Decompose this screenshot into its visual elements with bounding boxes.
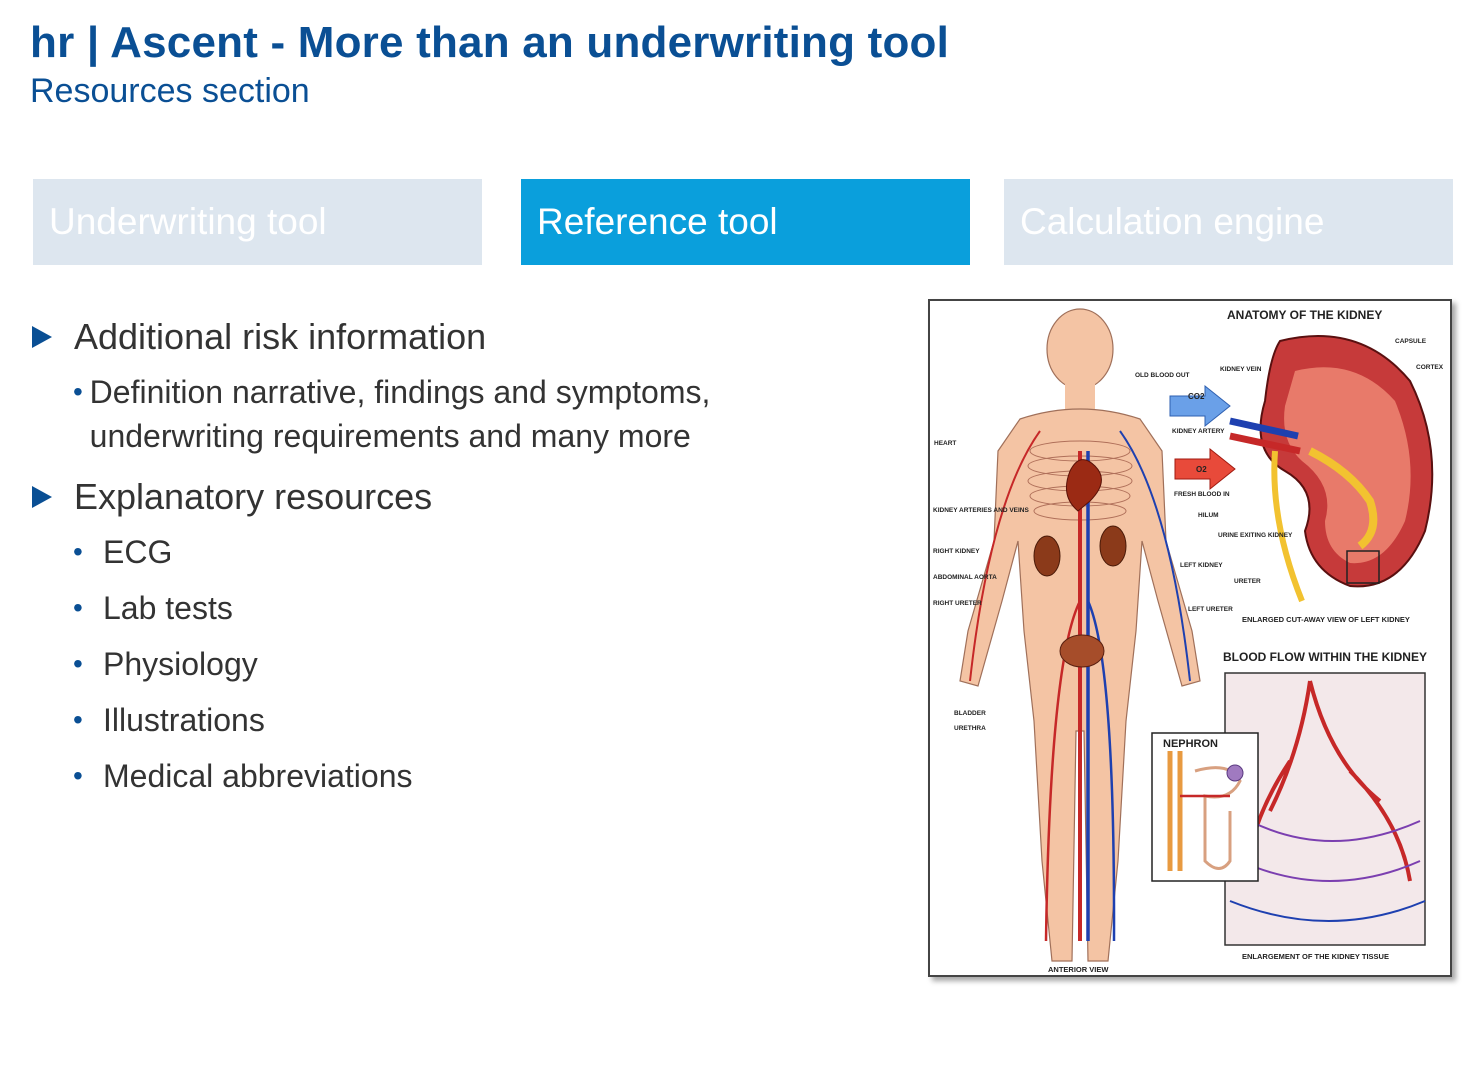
list-item: • Medical abbreviations <box>73 754 850 798</box>
page-title: hr | Ascent - More than an underwriting … <box>30 18 950 67</box>
anterior-caption: ANTERIOR VIEW <box>1048 965 1109 974</box>
kidney-anatomy-illustration: ANATOMY OF THE KIDNEY BLOOD FLOW WITHIN … <box>928 299 1452 977</box>
list-item: • Physiology <box>73 642 850 686</box>
label-abdominal-aorta: ABDOMINAL AORTA <box>933 574 997 581</box>
label-heart: HEART <box>934 440 956 447</box>
label-old-blood-out: OLD BLOOD OUT <box>1135 372 1190 379</box>
triangle-bullet-icon <box>32 486 52 508</box>
tab-reference-tool[interactable]: Reference tool <box>521 179 970 265</box>
bullet-dot-icon: • <box>73 760 83 791</box>
blood-flow-title: BLOOD FLOW WITHIN THE KIDNEY <box>1223 650 1427 664</box>
bullet-dot-icon: • <box>73 376 83 407</box>
label-kidney-arteries-veins: KIDNEY ARTERIES AND VEINS <box>933 507 1029 514</box>
anatomy-title: ANATOMY OF THE KIDNEY <box>1227 308 1382 322</box>
heading-text: Explanatory resources <box>74 476 433 517</box>
label-o2: O2 <box>1196 465 1207 474</box>
label-kidney-artery: KIDNEY ARTERY <box>1172 428 1225 435</box>
label-left-ureter: LEFT URETER <box>1188 606 1233 613</box>
list-item-text: Lab tests <box>103 590 233 626</box>
list-item-text: Definition narrative, findings and sympt… <box>89 374 711 454</box>
label-urine-exiting: URINE EXITING KIDNEY <box>1218 532 1293 539</box>
bullet-dot-icon: • <box>73 648 83 679</box>
label-right-kidney: RIGHT KIDNEY <box>933 548 980 555</box>
label-hilum: HILUM <box>1198 512 1219 519</box>
tissue-caption: ENLARGEMENT OF THE KIDNEY TISSUE <box>1242 952 1389 961</box>
tab-label: Reference tool <box>537 201 778 242</box>
label-fresh-blood-in: FRESH BLOOD IN <box>1174 491 1230 498</box>
tab-label: Underwriting tool <box>49 201 327 242</box>
label-capsule: CAPSULE <box>1395 338 1427 345</box>
human-body-figure <box>959 308 1201 962</box>
label-co2: CO2 <box>1188 392 1205 401</box>
blood-flow-panel <box>1151 672 1426 946</box>
nephron-title: NEPHRON <box>1163 738 1218 750</box>
kidney-anatomy-svg: ANATOMY OF THE KIDNEY BLOOD FLOW WITHIN … <box>933 308 1444 974</box>
list-item-text: Illustrations <box>103 702 265 738</box>
bullet-dot-icon: • <box>73 592 83 623</box>
label-left-kidney: LEFT KIDNEY <box>1180 562 1223 569</box>
label-kidney-vein: KIDNEY VEIN <box>1220 366 1262 373</box>
bullet-dot-icon: • <box>73 536 83 567</box>
page-subtitle: Resources section <box>30 72 310 110</box>
list-heading: Additional risk information <box>30 310 850 364</box>
tab-underwriting-tool[interactable]: Underwriting tool <box>33 179 482 265</box>
list-item: • Illustrations <box>73 698 850 742</box>
label-ureter: URETER <box>1234 578 1261 585</box>
tab-label: Calculation engine <box>1020 201 1325 242</box>
list-item-text: ECG <box>103 534 173 570</box>
list-item-text: Medical abbreviations <box>103 758 413 794</box>
cutaway-caption: ENLARGED CUT-AWAY VIEW OF LEFT KIDNEY <box>1242 615 1410 624</box>
label-right-ureter: RIGHT URETER <box>933 600 982 607</box>
list-item-text: Physiology <box>103 646 258 682</box>
bullet-dot-icon: • <box>73 704 83 735</box>
label-cortex: CORTEX <box>1416 364 1444 371</box>
label-urethra: URETHRA <box>954 725 986 732</box>
label-bladder: BLADDER <box>954 710 986 717</box>
list-item: • Lab tests <box>73 586 850 630</box>
kidney-cutaway-drawing <box>1169 335 1434 603</box>
content-list: Additional risk information • Definition… <box>30 310 850 810</box>
list-heading: Explanatory resources <box>30 470 850 524</box>
triangle-bullet-icon <box>32 326 52 348</box>
tab-calculation-engine[interactable]: Calculation engine <box>1004 179 1453 265</box>
list-item: • ECG <box>73 530 850 574</box>
heading-text: Additional risk information <box>74 316 487 357</box>
list-item: • Definition narrative, findings and sym… <box>73 370 773 458</box>
